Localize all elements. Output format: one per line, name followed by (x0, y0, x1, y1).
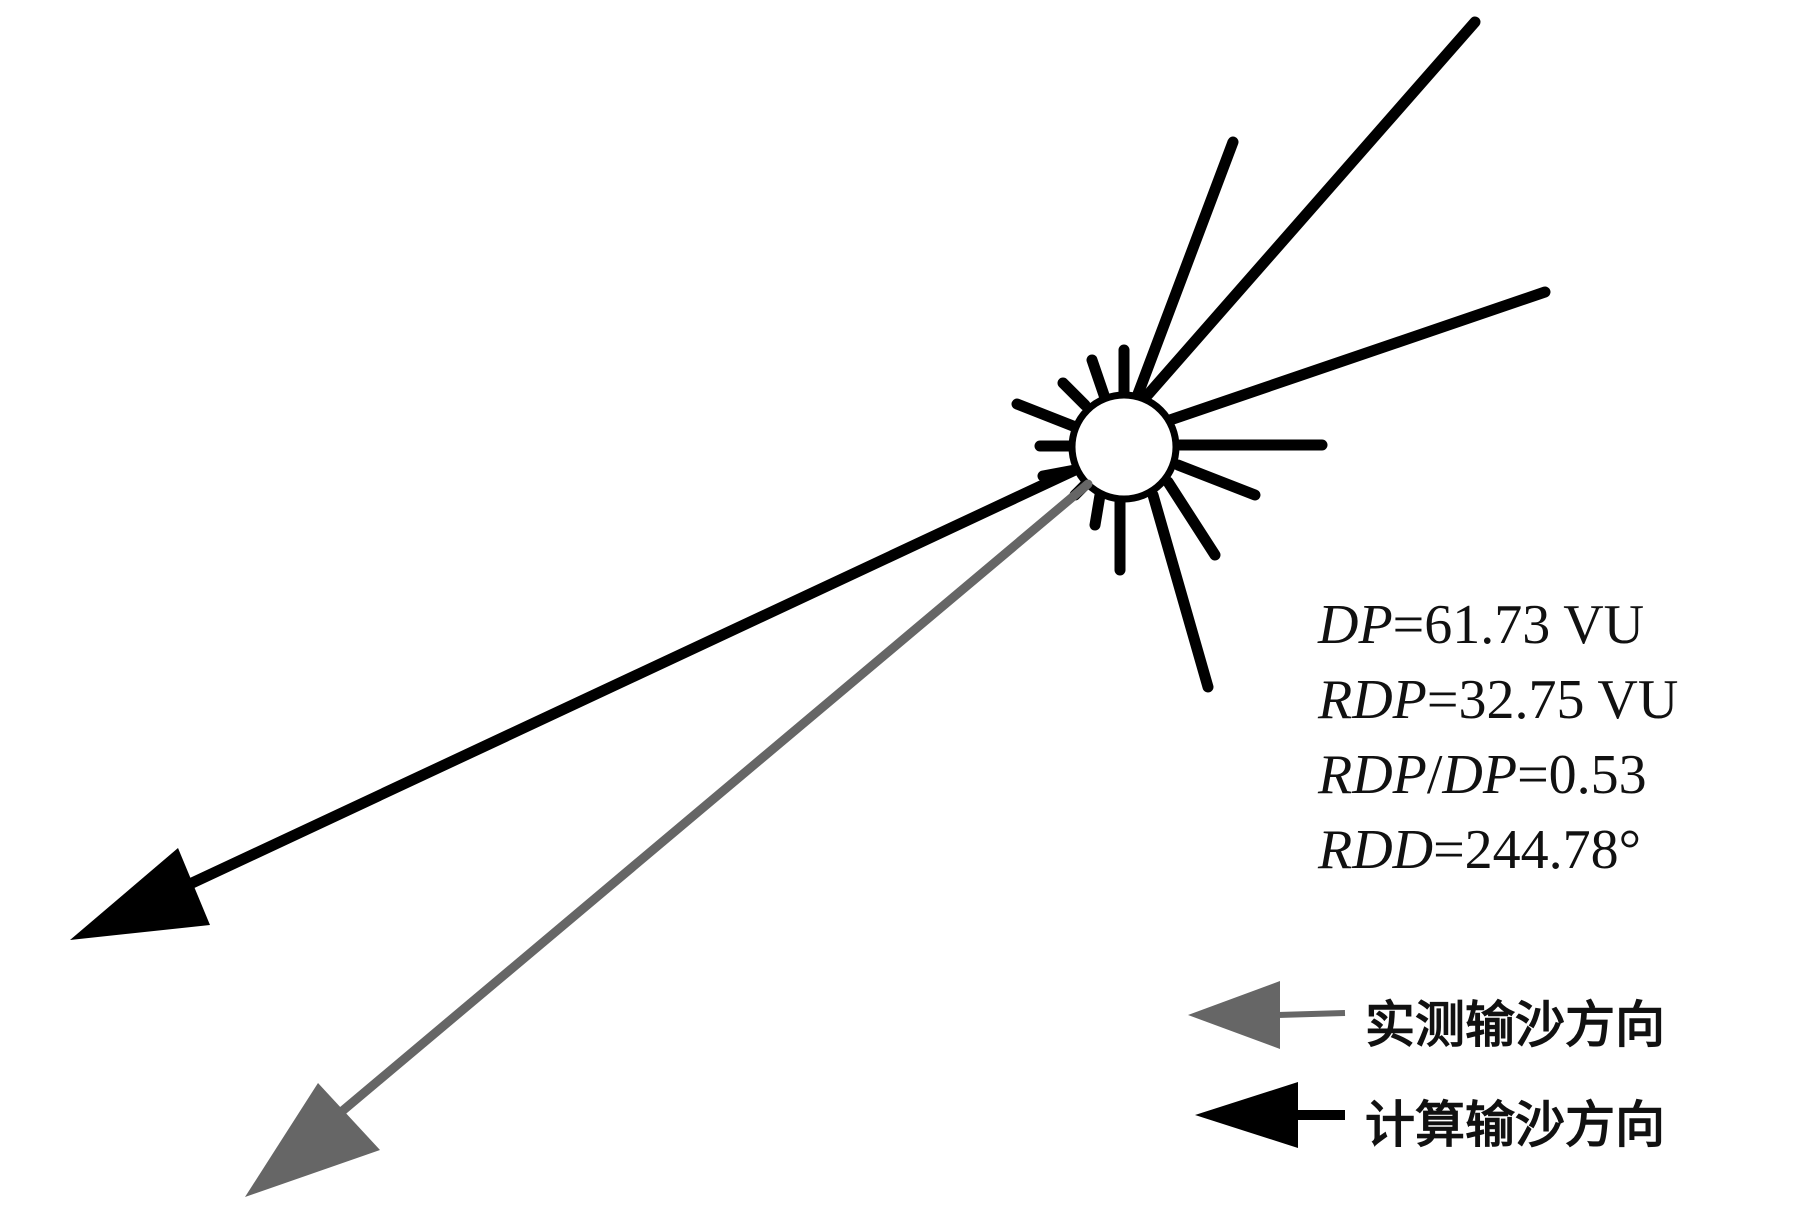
stat-rdp-value: =32.75 VU (1426, 669, 1679, 731)
stat-ratio: RDP/DP=0.53 (1318, 738, 1678, 813)
stat-rdd: RDD=244.78° (1318, 813, 1678, 888)
legend-measured-label: 实测输沙方向 (1365, 995, 1665, 1054)
rose-statistics: DP=61.73 VU RDP=32.75 VU RDP/DP=0.53 RDD… (1318, 588, 1678, 888)
petal-nw (1057, 377, 1091, 411)
petal-wnw (1011, 398, 1079, 432)
rose-petals (1011, 16, 1551, 693)
petal-ene (1164, 286, 1551, 426)
stat-rdd-label: RDD (1318, 819, 1434, 881)
petal-sse (1147, 489, 1214, 693)
petal-se (1162, 476, 1221, 561)
petal-ssw (1089, 489, 1106, 531)
legend-computed-arrow (1195, 1082, 1345, 1148)
stat-ratio-value: =0.53 (1517, 744, 1647, 806)
stat-rdd-value: =244.78° (1433, 819, 1642, 881)
computed-direction-arrow (70, 464, 1081, 940)
stat-dp-value: =61.73 VU (1392, 594, 1645, 656)
petal-nnw (1086, 354, 1111, 404)
stat-ratio-sep: / (1426, 744, 1443, 806)
measured-direction-arrow (245, 479, 1093, 1197)
stat-dp: DP=61.73 VU (1318, 588, 1678, 663)
petal-ne (1139, 16, 1481, 404)
legend-measured-arrow (1188, 981, 1346, 1049)
stat-rdp-label: RDP (1318, 669, 1427, 731)
stat-dp-label: DP (1318, 594, 1393, 656)
stat-ratio-label-a: RDP (1318, 744, 1427, 806)
rose-center-circle (1068, 391, 1180, 503)
legend-computed-label: 计算输沙方向 (1365, 1095, 1665, 1154)
stat-ratio-label-b: DP (1442, 744, 1518, 806)
petal-ese (1172, 459, 1261, 501)
petal-nne (1132, 136, 1239, 400)
stat-rdp: RDP=32.75 VU (1318, 663, 1678, 738)
